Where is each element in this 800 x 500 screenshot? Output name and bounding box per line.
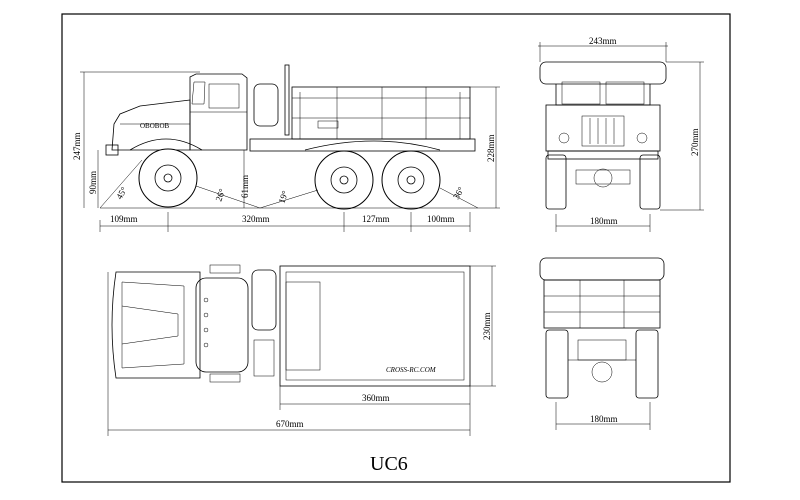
front-left-tire [545, 154, 567, 210]
top-cab-roof [195, 277, 249, 373]
front-right-tire [639, 154, 661, 210]
dim-rear-overhang: 100mm [427, 214, 455, 224]
top-view: CROSS-RC.COM 230mm 360mm 670mm [107, 264, 496, 436]
dim-wheelbase-front: 320mm [242, 214, 270, 224]
hood [111, 99, 191, 151]
angle-departure: 36° [451, 185, 466, 201]
cab-window [208, 83, 240, 109]
rear-canopy [539, 257, 665, 281]
dim-top-width: 230mm [482, 312, 492, 340]
dim-front-overhang: 109mm [110, 214, 138, 224]
dim-total-length: 670mm [276, 419, 304, 429]
angle-approach: 45° [114, 185, 129, 201]
dim-step-height: 61mm [240, 175, 250, 198]
angle-b: 19° [276, 189, 290, 205]
spare-wheel [253, 83, 279, 127]
dim-bed-length: 360mm [362, 393, 390, 403]
dim-wheelbase-rear: 127mm [362, 214, 390, 224]
rear-view: 180mm [539, 257, 665, 430]
dim-front-width: 243mm [589, 36, 617, 46]
cargo-bed [291, 86, 471, 140]
rear-right-tire [635, 329, 659, 399]
exhaust-stack [284, 64, 290, 136]
top-spare-wheel [251, 269, 277, 331]
rear-left-tire [545, 329, 569, 399]
dim-front-track: 180mm [590, 216, 618, 226]
drawing-border [61, 13, 731, 483]
side-view: 109mm 320mm 127mm 100mm 247mm 228mm 90mm… [72, 64, 500, 232]
dim-height-bed: 228mm [486, 134, 496, 162]
angle-a: 26° [213, 187, 227, 203]
top-cargo-bed [279, 265, 471, 387]
front-canopy [539, 61, 667, 85]
bed-logo: CROSS-RC.COM [386, 366, 437, 374]
front-grille [581, 115, 625, 147]
front-body [545, 104, 661, 152]
dim-rear-track: 180mm [590, 414, 618, 424]
dim-ground-clearance: 90mm [88, 171, 98, 194]
dim-front-height: 270mm [690, 128, 700, 156]
drawing-title: UC6 [370, 453, 408, 475]
chassis-frame [249, 138, 476, 152]
front-view: 243mm 270mm 180mm [538, 36, 704, 232]
rear-tailgate [543, 279, 661, 329]
top-cab [111, 271, 201, 379]
cab-lettering: ОВОВОВ [140, 122, 170, 130]
dim-height-total: 247mm [72, 132, 82, 160]
